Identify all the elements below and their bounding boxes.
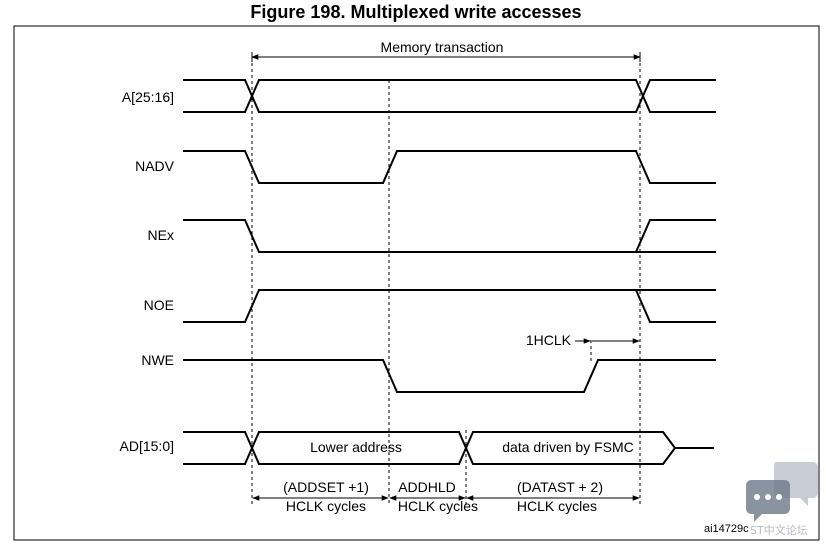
chat-bubbles-icon: [746, 462, 818, 522]
hclk-label: 1HCLK: [526, 332, 572, 348]
phase-label-datast-line1: (DATAST + 2): [517, 479, 603, 495]
signal-label-a: A[25:16]: [122, 89, 174, 105]
waveform-a: [183, 79, 716, 113]
waveform-noe: [183, 289, 716, 323]
phase-label-addset-line1: (ADDSET +1): [283, 479, 369, 495]
phase-label-datast-line2: HCLK cycles: [517, 498, 597, 514]
memory-transaction-label: Memory transaction: [381, 39, 504, 55]
phase-label-addset-line2: HCLK cycles: [286, 498, 366, 514]
bus-segment-data-driven: data driven by FSMC: [502, 439, 634, 455]
figure-id: ai14729c: [704, 523, 749, 535]
waveform-ad: [183, 431, 714, 465]
signal-label-ad: AD[15:0]: [120, 438, 174, 454]
figure-title: Figure 198. Multiplexed write accesses: [250, 2, 581, 22]
phase-label-addhld-line1: ADDHLD: [398, 479, 456, 495]
bus-segment-lower-address: Lower address: [310, 439, 402, 455]
phase-label-addhld-line2: HCLK cycles: [398, 498, 478, 514]
signal-label-nwe: NWE: [141, 352, 174, 368]
waveform-nadv: [183, 150, 716, 184]
signal-label-noe: NOE: [144, 297, 174, 313]
figure-frame: [13, 25, 820, 541]
signal-label-nadv: NADV: [135, 158, 175, 174]
waveform-nex: [183, 219, 716, 253]
signal-label-nex: NEx: [148, 227, 174, 243]
watermark-text: ST中文论坛: [750, 523, 808, 537]
waveform-nwe: [183, 359, 716, 393]
